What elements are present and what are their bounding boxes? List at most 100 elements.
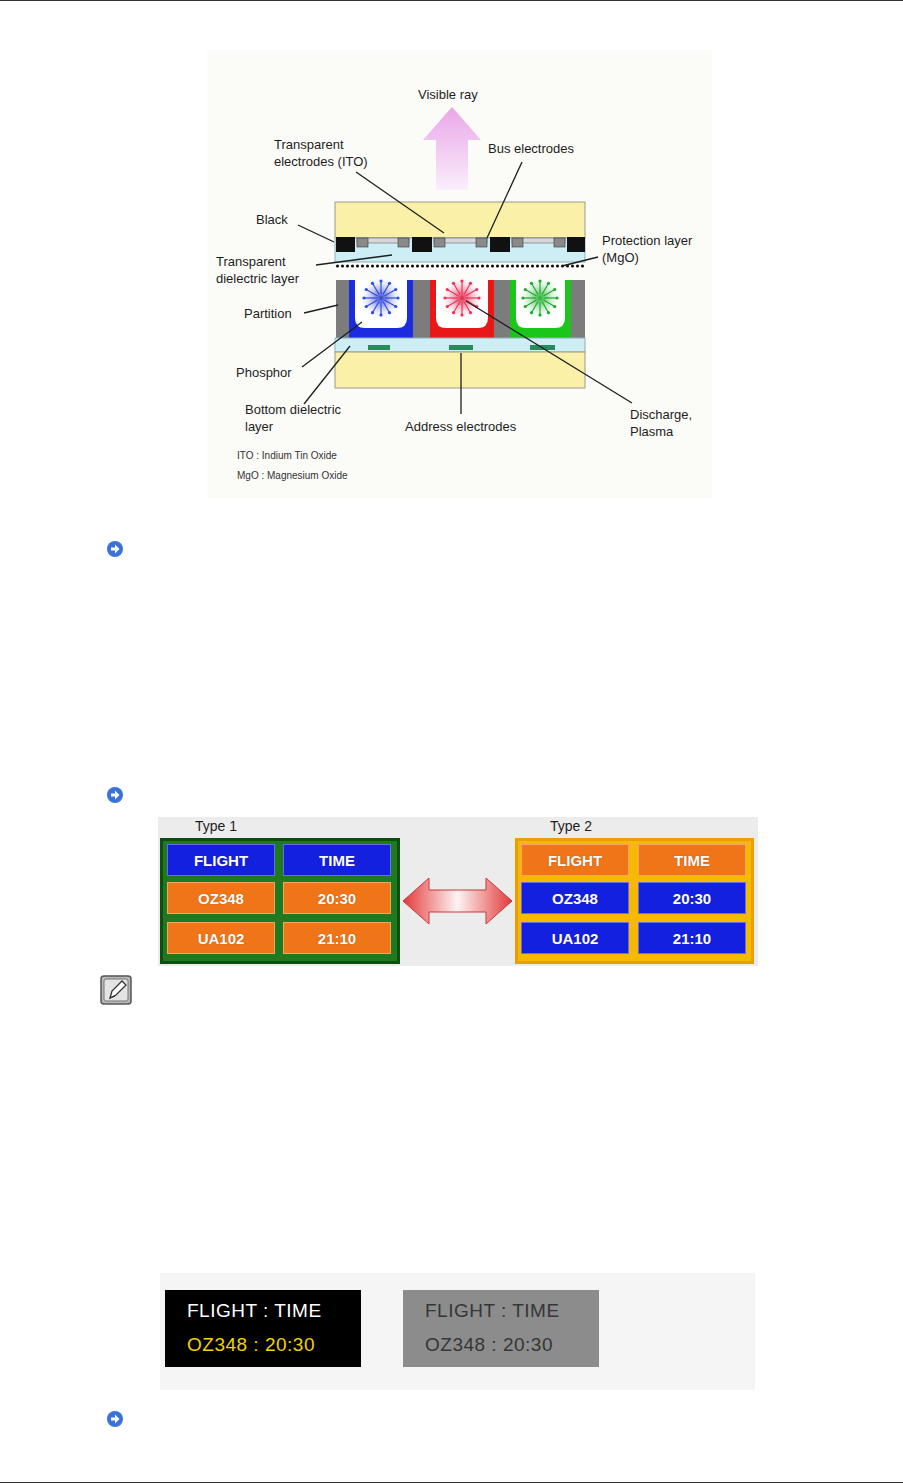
cell-text: OZ348 <box>198 890 244 907</box>
discharge-ray <box>384 300 395 307</box>
discharge-ray <box>465 290 476 297</box>
discharge-ray-tip <box>469 311 472 314</box>
discharge-ray <box>454 283 461 294</box>
cell-text: UA102 <box>552 930 599 947</box>
discharge-ray-tip <box>365 288 368 291</box>
discharge-ray <box>464 283 471 294</box>
part-label: Bottom dielectric layer <box>245 401 351 435</box>
part-label: Protection layer (MgO) <box>602 232 694 266</box>
part-label: ITO : Indium Tin Oxide <box>237 449 337 462</box>
discharge-ray-tip <box>460 279 463 282</box>
discharge-ray-tip <box>452 282 455 285</box>
discharge-ray <box>461 281 462 294</box>
table-panel: Type 1 FLIGHT TIME OZ348 20:30UA102 21:10 <box>160 817 400 964</box>
part-label: Phosphor <box>236 364 292 381</box>
page-rule <box>0 0 903 1</box>
discharge-ray <box>383 283 390 294</box>
sample-text: OZ348 : 20:30 <box>425 1333 553 1357</box>
discharge-ray-tip <box>443 296 446 299</box>
table-cell: 21:10 <box>283 922 391 954</box>
discharge-ray-tip <box>524 305 527 308</box>
discharge-ray <box>525 290 536 297</box>
display-sample: FLIGHT : TIMEOZ348 : 20:30 <box>403 1290 599 1367</box>
discharge-ray-tip <box>379 279 382 282</box>
discharge-ray <box>543 290 554 297</box>
discharge-ray-tip <box>553 288 556 291</box>
table-cell: 20:30 <box>638 882 746 914</box>
panel-heading: Type 1 <box>195 818 237 834</box>
discharge-ray-tip <box>446 288 449 291</box>
cell-text: FLIGHT <box>548 852 602 869</box>
table-cell: 21:10 <box>638 922 746 954</box>
note-icon <box>101 976 131 1004</box>
cell-text: 20:30 <box>673 890 711 907</box>
discharge-ray <box>544 297 557 298</box>
discharge-ray-tip <box>530 311 533 314</box>
bottom-glass <box>335 352 585 388</box>
table-cell: OZ348 <box>521 882 629 914</box>
discharge-ray <box>447 290 458 297</box>
discharge-ray <box>532 301 539 312</box>
visible-ray-arrow <box>423 107 481 190</box>
table-cell: TIME <box>638 844 746 876</box>
discharge-ray-tip <box>547 282 550 285</box>
part-label: Address electrodes <box>405 418 516 435</box>
discharge-ray-tip <box>388 282 391 285</box>
discharge-ray-tip <box>394 305 397 308</box>
discharge-ray <box>543 300 554 307</box>
discharge-ray <box>461 302 462 315</box>
page-rule <box>0 1482 903 1483</box>
discharge-ray <box>380 281 381 294</box>
part-label: Partition <box>244 305 292 322</box>
part-label: Visible ray <box>418 86 478 103</box>
discharge-ray-tip <box>365 305 368 308</box>
cell-text: 21:10 <box>673 930 711 947</box>
electrodes <box>336 237 585 252</box>
discharge-ray <box>373 283 380 294</box>
discharge-ray <box>532 283 539 294</box>
sample-text: FLIGHT : TIME <box>187 1299 322 1323</box>
cell-text: 21:10 <box>318 930 356 947</box>
bottom-dielectric <box>335 338 585 352</box>
table-cell: TIME <box>283 844 391 876</box>
discharge-ray-tip <box>452 311 455 314</box>
cell-text: TIME <box>319 852 355 869</box>
part-label: Transparent electrodes (ITO) <box>274 136 392 170</box>
dielectric-layer <box>335 238 585 262</box>
cell-text: 20:30 <box>318 890 356 907</box>
table-cell: UA102 <box>167 922 275 954</box>
discharge-ray <box>366 300 377 307</box>
discharge-ray <box>539 281 540 294</box>
discharge-ray-tip <box>460 313 463 316</box>
discharge-ray-tip <box>379 313 382 316</box>
discharge-ray <box>454 301 461 312</box>
phosphor-cells <box>349 276 571 338</box>
discharge-ray <box>366 290 377 297</box>
display-sample: FLIGHT : TIMEOZ348 : 20:30 <box>165 1290 361 1367</box>
table-cell: OZ348 <box>167 882 275 914</box>
discharge-ray <box>445 297 458 298</box>
discharge-ray <box>539 302 540 315</box>
double-arrow <box>403 878 512 924</box>
part-label: Transparent dielectric layer <box>216 253 322 287</box>
discharge-ray <box>383 301 390 312</box>
discharge-ray <box>542 301 549 312</box>
table-ground <box>158 817 758 966</box>
mgo-layer <box>335 263 585 269</box>
address-electrodes <box>368 345 555 350</box>
discharge-ray-tip <box>555 296 558 299</box>
discharge-ray-tip <box>475 288 478 291</box>
discharge-ray-tip <box>396 296 399 299</box>
cell-text: TIME <box>674 852 710 869</box>
table-cell: UA102 <box>521 922 629 954</box>
part-label: MgO : Magnesium Oxide <box>237 469 348 482</box>
discharge-ray-tip <box>388 311 391 314</box>
discharge-ray <box>380 302 381 315</box>
table-cell: 20:30 <box>283 882 391 914</box>
part-label: Bus electrodes <box>488 140 574 157</box>
leader-lines <box>298 162 632 414</box>
cell-text: FLIGHT <box>194 852 248 869</box>
discharge-ray-tip <box>469 282 472 285</box>
